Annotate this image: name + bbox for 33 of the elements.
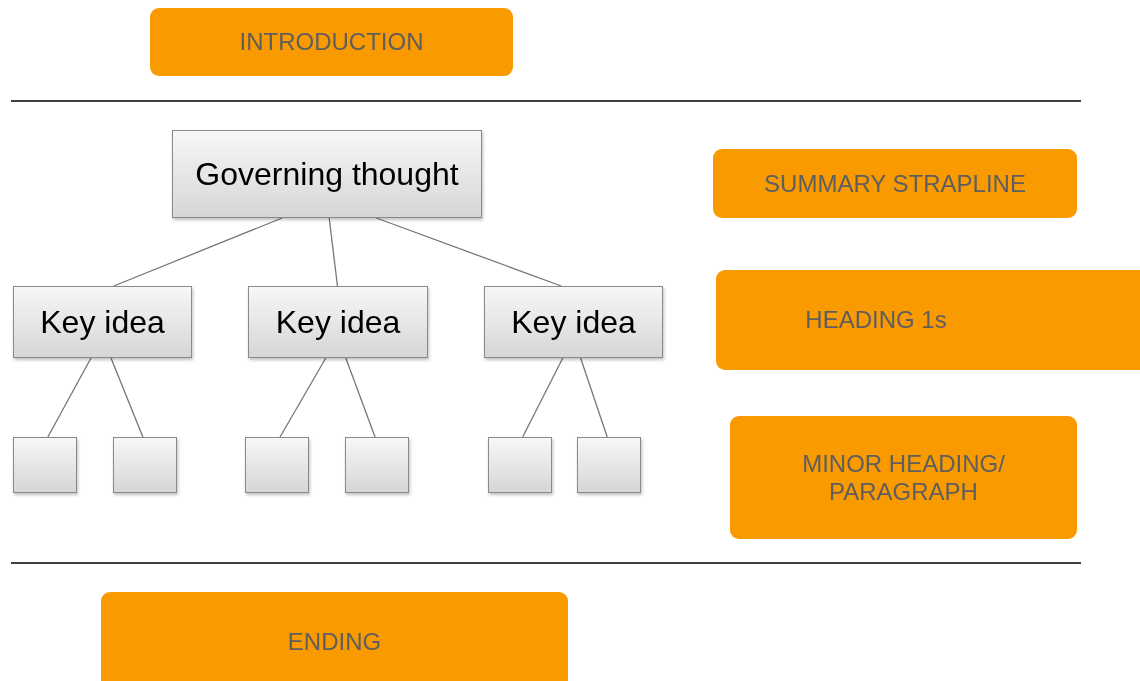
section-banner <box>150 8 513 76</box>
section-banner <box>716 270 1140 370</box>
node-label: Key idea <box>275 303 401 341</box>
connector-line <box>110 357 144 438</box>
empty-box <box>245 437 309 493</box>
node-label: HEADING 1s <box>805 306 947 334</box>
idea-box <box>172 130 482 218</box>
node-label: Governing thought <box>195 155 459 193</box>
section-banner <box>101 592 568 681</box>
connector-line <box>522 357 564 438</box>
node-label: Key idea <box>40 303 165 341</box>
idea-box <box>13 286 192 358</box>
empty-box <box>345 437 409 493</box>
connector-line <box>47 357 92 438</box>
node-label: ENDING <box>287 628 382 656</box>
node-label: INTRODUCTION <box>239 28 424 56</box>
connector-line <box>328 217 339 287</box>
section-banner <box>730 416 1077 539</box>
connector-line <box>345 357 376 438</box>
empty-box <box>113 437 177 493</box>
empty-box <box>488 437 552 493</box>
connector-line <box>113 217 283 287</box>
node-label: Key idea <box>511 303 636 341</box>
empty-box <box>13 437 77 493</box>
section-banner <box>713 149 1077 218</box>
idea-box <box>484 286 663 358</box>
node-label: SUMMARY STRAPLINE <box>764 169 1026 198</box>
idea-box <box>248 286 428 358</box>
connector-line <box>279 357 327 438</box>
connector-line <box>579 357 608 438</box>
connector-line <box>375 217 562 287</box>
node-label: MINOR HEADING/ PARAGRAPH <box>801 449 1006 506</box>
empty-box <box>577 437 641 493</box>
